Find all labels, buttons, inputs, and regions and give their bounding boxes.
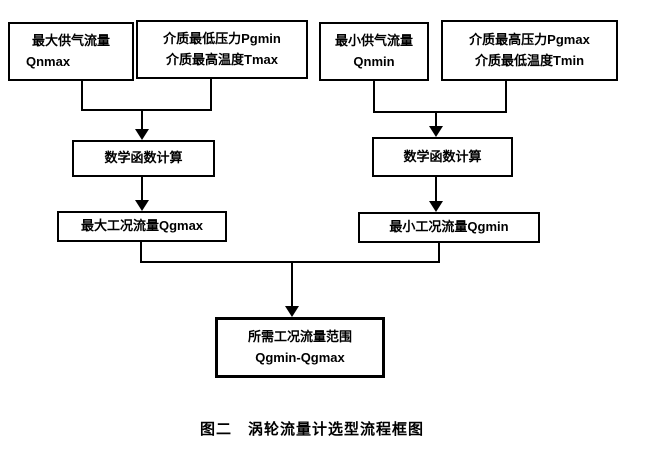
connector-left-merge-to-math-shaft: [141, 111, 143, 130]
node-qgmin-label: 最小工况流量Qgmin: [389, 219, 509, 235]
connector-qgmax-stub: [140, 242, 142, 263]
connector-pgmin-tmax-stub: [210, 78, 212, 111]
connector-bottom-merge-to-result-shaft: [291, 263, 293, 307]
node-qgmin: 最小工况流量Qgmin: [358, 212, 540, 243]
node-qnmin-line1: 最小供气流量: [334, 33, 413, 49]
connector-qgmin-stub: [438, 243, 440, 263]
figure-caption: 图二 涡轮流量计选型流程框图: [199, 421, 424, 438]
connector-pgmax-tmin-stub: [505, 81, 507, 113]
connector-math-left-to-qgmax-shaft: [141, 177, 143, 201]
node-pgmin-tmax: 介质最低压力Pgmin 介质最高温度Tmax: [136, 20, 308, 79]
node-math-left-label: 数学函数计算: [104, 150, 183, 166]
node-result-line2: Qgmin-Qgmax: [255, 349, 345, 365]
node-qnmin-line2: Qnmin: [353, 53, 395, 69]
arrowhead-math-left-to-qgmax: [135, 200, 149, 211]
arrowhead-bottom-merge-to-result: [285, 306, 299, 317]
node-math-right: 数学函数计算: [372, 137, 513, 177]
arrowhead-right-merge-to-math: [429, 126, 443, 137]
node-result-line1: 所需工况流量范围: [247, 329, 352, 345]
connector-right-merge-horizontal: [373, 111, 507, 113]
connector-qnmax-stub: [81, 80, 83, 111]
node-qnmax-line2: Qnmax: [26, 53, 71, 69]
node-pgmax-tmin: 介质最高压力Pgmax 介质最低温度Tmin: [441, 20, 618, 81]
node-qgmax-label: 最大工况流量Qgmax: [80, 218, 204, 234]
node-qnmax: 最大供气流量 Qnmax: [8, 22, 134, 81]
connector-bottom-merge-horizontal: [140, 261, 440, 263]
arrowhead-math-right-to-qgmin: [429, 201, 443, 212]
node-qgmax: 最大工况流量Qgmax: [57, 211, 227, 242]
connector-qnmin-stub: [373, 81, 375, 113]
node-result: 所需工况流量范围 Qgmin-Qgmax: [215, 317, 385, 378]
node-math-left: 数学函数计算: [72, 140, 215, 177]
node-pgmin-tmax-line1: 介质最低压力Pgmin: [163, 31, 281, 47]
arrowhead-left-merge-to-math: [135, 129, 149, 140]
node-qnmax-line1: 最大供气流量: [31, 33, 110, 49]
node-pgmin-tmax-line2: 介质最高温度Tmax: [166, 51, 278, 67]
node-pgmax-tmin-line1: 介质最高压力Pgmax: [469, 32, 590, 48]
connector-left-merge-horizontal: [81, 109, 212, 111]
connector-math-right-to-qgmin-shaft: [435, 177, 437, 202]
connector-right-merge-to-math-shaft: [435, 113, 437, 127]
node-qnmin: 最小供气流量 Qnmin: [319, 22, 429, 81]
node-math-right-label: 数学函数计算: [403, 148, 482, 164]
node-pgmax-tmin-line2: 介质最低温度Tmin: [474, 52, 585, 68]
